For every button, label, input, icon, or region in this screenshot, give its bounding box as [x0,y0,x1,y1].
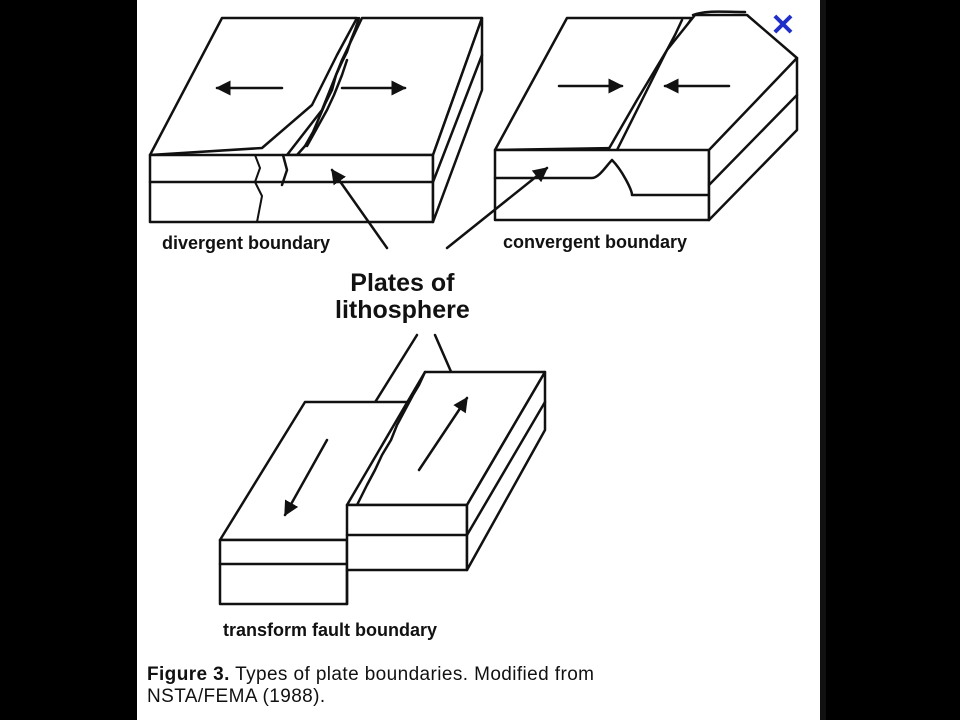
plates-label-line2: lithosphere [335,296,470,324]
transform-block [218,370,547,606]
caption-text-line2: NSTA/FEMA (1988). [147,686,326,707]
convergent-block [493,10,799,222]
convergent-boundary-label: convergent boundary [503,232,688,252]
figure-caption: Figure 3. Types of plate boundaries. Mod… [147,664,797,708]
caption-figure-number: Figure 3. [147,664,230,685]
close-button[interactable]: ✕ [767,10,799,42]
window-edge [820,0,826,720]
caption-text-line1: Types of plate boundaries. Modified from [235,664,595,685]
figure-panel: ✕ divergent boundary convergent boundary… [137,0,820,720]
plates-of-lithosphere-label: Plates of lithosphere [335,270,470,324]
plates-label-line1: Plates of [350,269,455,297]
close-icon: ✕ [770,9,796,42]
transform-boundary-label: transform fault boundary [223,620,438,640]
divergent-boundary-label: divergent boundary [162,233,331,253]
plate-boundaries-diagram [148,10,799,606]
divergent-block [148,16,484,224]
